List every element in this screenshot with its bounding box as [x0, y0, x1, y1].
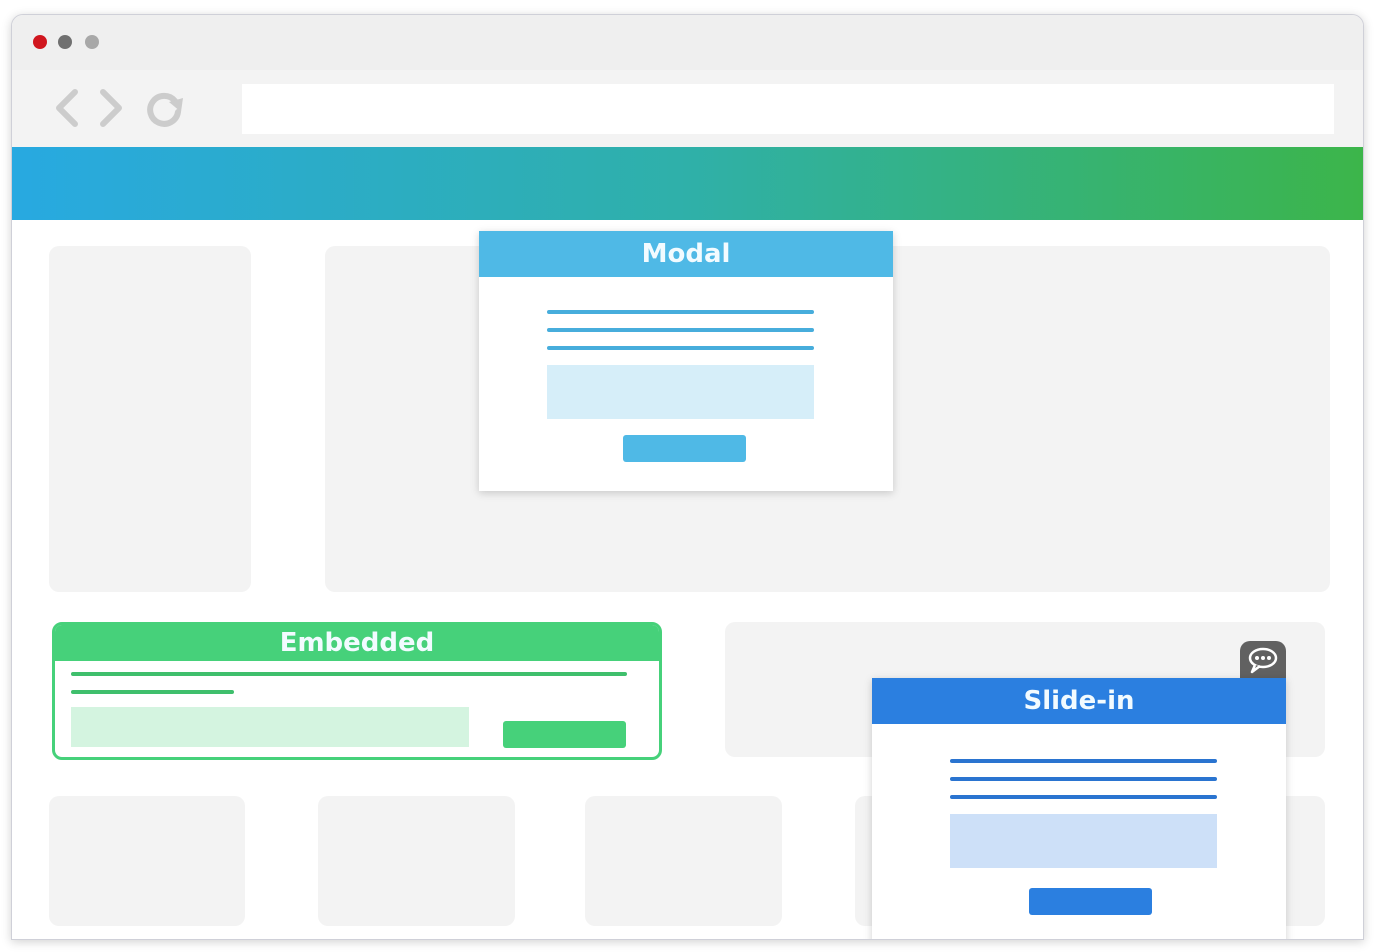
modal-title: Modal — [479, 231, 893, 277]
reload-icon[interactable] — [145, 88, 185, 128]
content-placeholder — [318, 796, 515, 926]
address-bar[interactable] — [242, 84, 1334, 134]
text-line — [950, 795, 1217, 799]
browser-window: Modal Embedded Slide-in — [11, 14, 1364, 940]
close-window-button[interactable] — [33, 35, 47, 49]
slide-in-input-field[interactable] — [950, 814, 1217, 868]
text-line — [547, 310, 814, 314]
minimize-window-button[interactable] — [58, 35, 72, 49]
slide-in-submit-button[interactable] — [1029, 888, 1152, 915]
slide-in-popup: Slide-in — [872, 678, 1286, 939]
content-placeholder — [585, 796, 782, 926]
browser-toolbar — [12, 70, 1363, 147]
maximize-window-button[interactable] — [85, 35, 99, 49]
forward-arrow-icon[interactable] — [91, 88, 131, 128]
embedded-input-field[interactable] — [71, 707, 469, 747]
text-line — [547, 328, 814, 332]
back-arrow-icon[interactable] — [49, 88, 89, 128]
header-banner — [12, 147, 1363, 220]
text-line — [71, 672, 627, 676]
modal-popup: Modal — [479, 231, 893, 491]
slide-in-title: Slide-in — [872, 678, 1286, 724]
text-line — [71, 690, 234, 694]
chat-bubble-icon — [1248, 647, 1278, 674]
chat-badge[interactable] — [1240, 641, 1286, 681]
modal-input-field[interactable] — [547, 365, 814, 419]
title-bar — [12, 15, 1363, 70]
content-placeholder — [49, 796, 245, 926]
text-line — [950, 777, 1217, 781]
embedded-submit-button[interactable] — [503, 721, 626, 748]
embedded-title: Embedded — [55, 625, 659, 661]
modal-submit-button[interactable] — [623, 435, 746, 462]
embedded-form: Embedded — [52, 622, 662, 760]
text-line — [547, 346, 814, 350]
content-placeholder — [49, 246, 251, 592]
text-line — [950, 759, 1217, 763]
